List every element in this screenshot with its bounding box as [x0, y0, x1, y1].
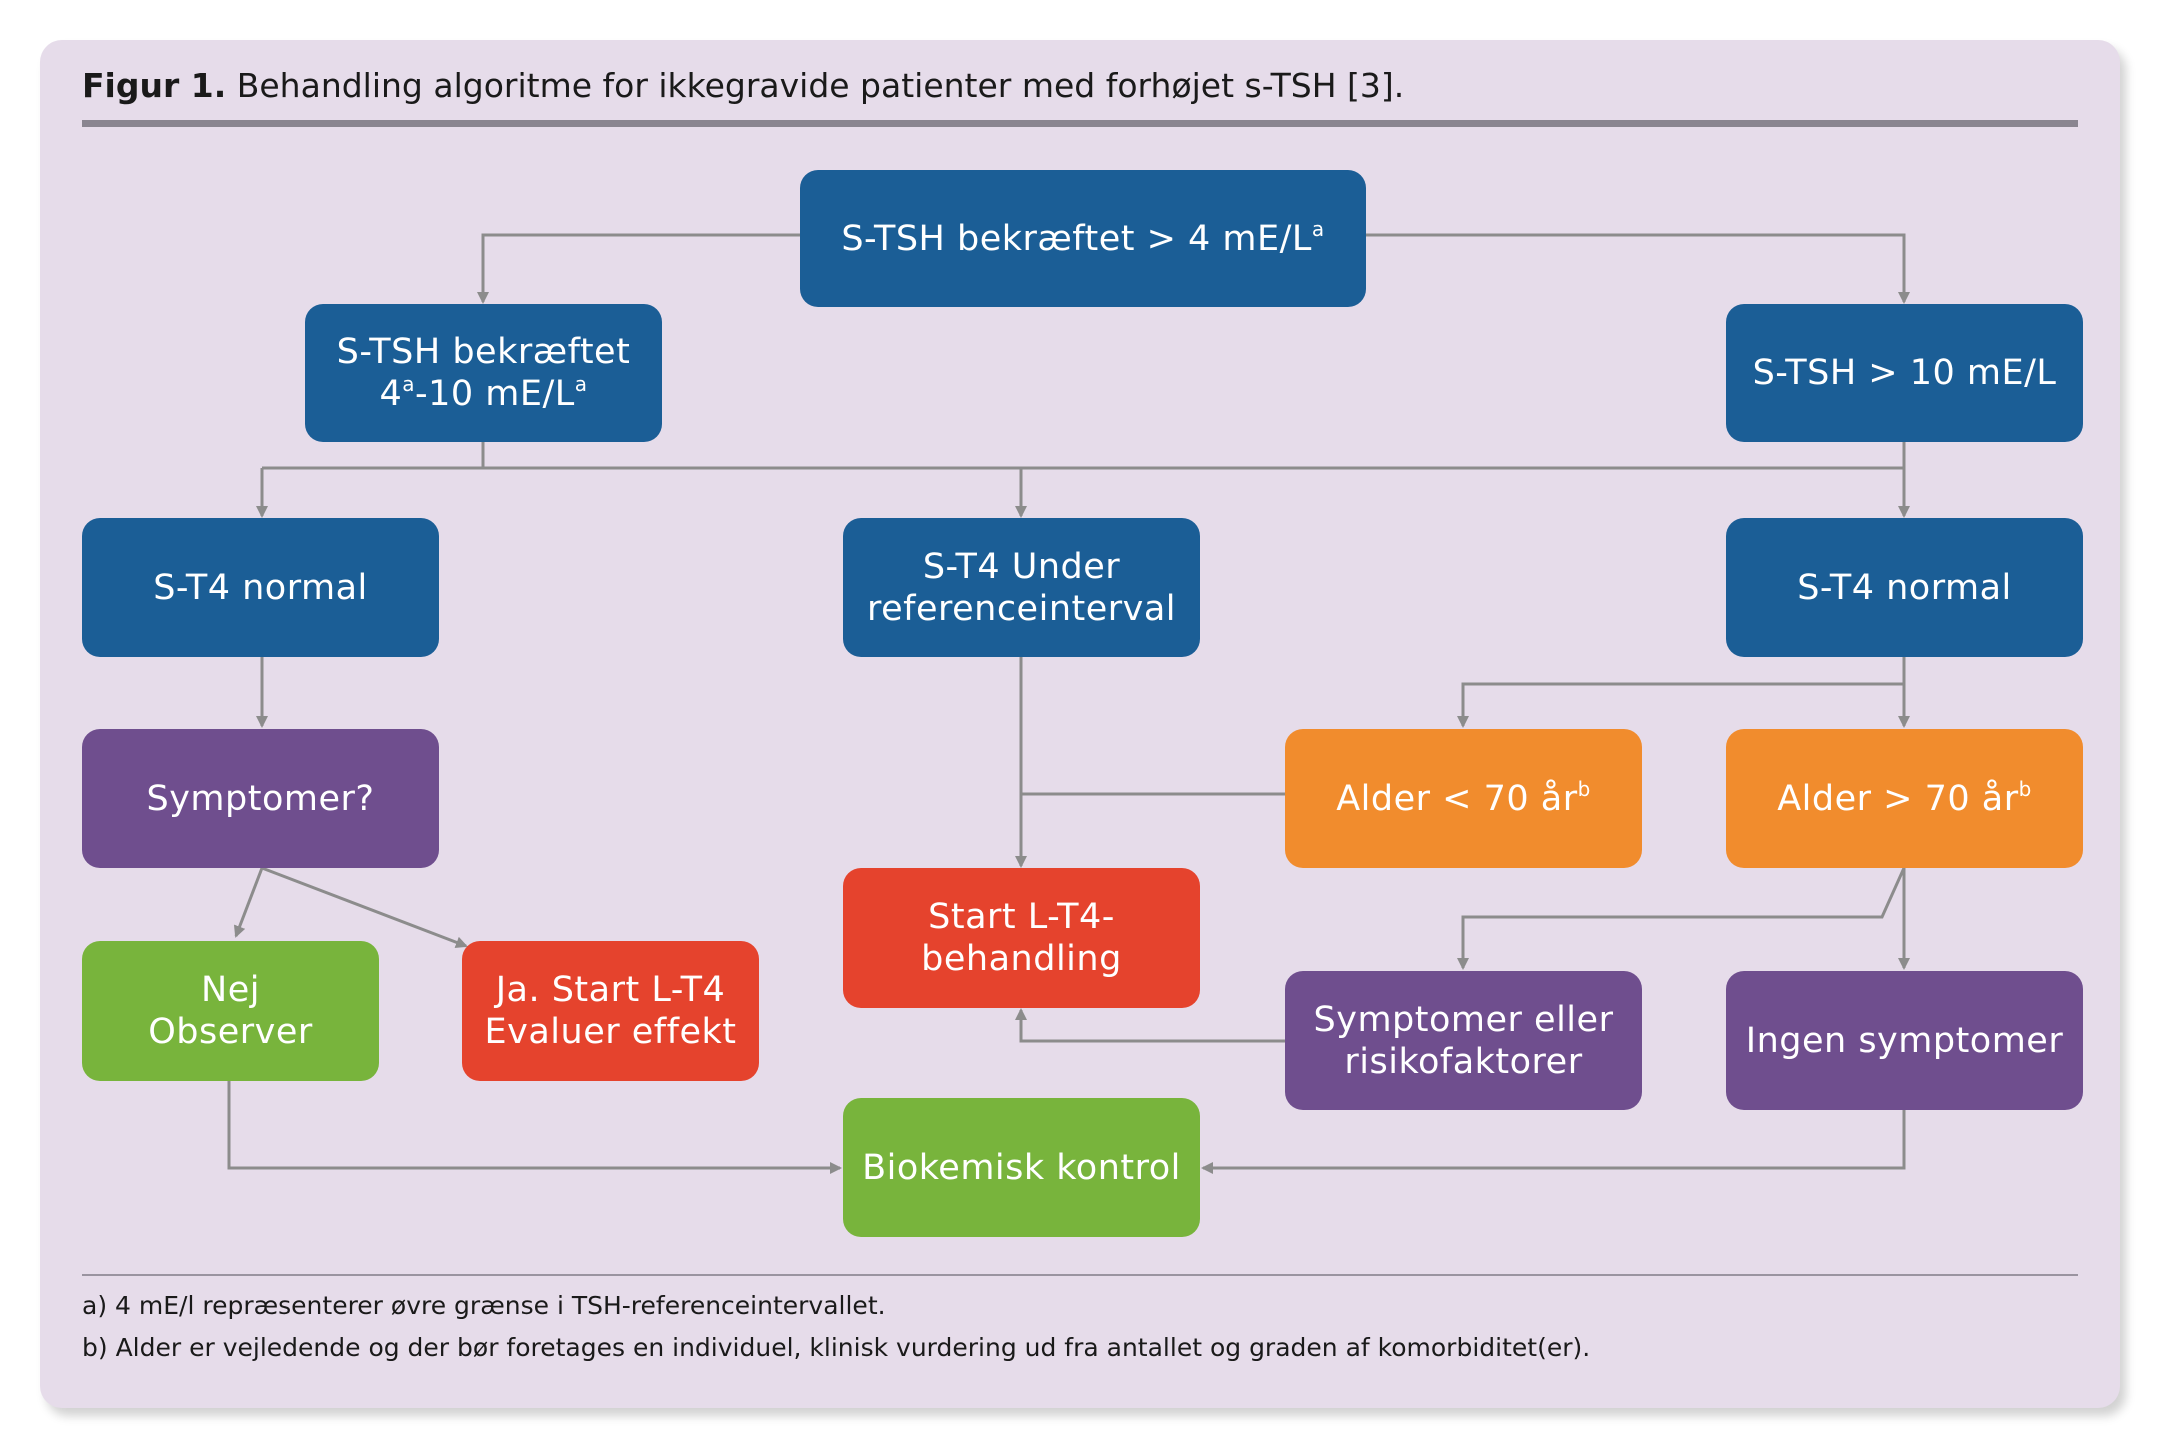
footnote-a: a) 4 mE/l repræsenterer øvre grænse i TS…	[82, 1291, 886, 1320]
node-line1: Start L-T4-	[928, 897, 1115, 937]
node-text: Alder < 70 år	[1336, 778, 1578, 819]
node-alder-under-70: Alder < 70 årb	[1285, 729, 1642, 868]
footnote-marker: a	[574, 372, 588, 396]
footnote-rule	[82, 1274, 2078, 1276]
node-line2: referenceinterval	[866, 588, 1177, 629]
connector-ingen-to-biokemisk	[1201, 1110, 1906, 1174]
node-nej-observer: Nej Observer	[82, 941, 379, 1081]
node-t4-normal-right: S-T4 normal	[1726, 518, 2083, 657]
node-start-lt4-behandling: Start L-T4- behandling	[843, 868, 1200, 1008]
connector-nej-to-biokemisk	[227, 1081, 842, 1174]
node-text: S-T4 normal	[1797, 567, 2012, 608]
node-line1: S-T4 Under	[922, 546, 1121, 587]
node-alder-over-70: Alder > 70 årb	[1726, 729, 2083, 868]
node-tsh-over-10: S-TSH > 10 mE/L	[1726, 304, 2083, 442]
node-t4-under-reference: S-T4 Under referenceinterval	[843, 518, 1200, 657]
footnote-marker: b	[1577, 776, 1591, 801]
node-line1: Symptomer eller	[1313, 999, 1614, 1040]
connector-symptomer-to-nej	[233, 867, 264, 938]
connector-top-to-left-tsh	[477, 233, 800, 304]
node-text: Symptomer?	[146, 778, 375, 819]
node-tsh-confirmed-over-4: S-TSH bekræftet > 4 mE/La	[800, 170, 1366, 307]
node-symptomer-eller-risikofaktorer: Symptomer eller risikofaktorer	[1285, 971, 1642, 1110]
connector-symptomer-to-ja	[261, 866, 468, 949]
node-tsh-4-10: S-TSH bekræftet 4a-10 mE/La	[305, 304, 662, 442]
footnote-marker: a	[402, 372, 415, 396]
node-line1: Ja. Start L-T4	[495, 970, 726, 1010]
node-text: S-TSH > 10 mE/L	[1752, 353, 2057, 393]
node-text: S-T4 normal	[153, 567, 368, 608]
caption-text: Behandling algoritme for ikkegravide pat…	[236, 66, 1405, 105]
node-text: S-TSH bekræftet > 4 mE/L	[841, 218, 1312, 259]
footnote-b: b) Alder er vejledende og der bør foreta…	[82, 1333, 1591, 1362]
node-symptomer-question: Symptomer?	[82, 729, 439, 868]
node-line2: Observer	[148, 1012, 313, 1052]
connector-alder-over-to-symp	[1457, 867, 1906, 970]
connector-top-to-right-tsh	[1366, 233, 1910, 304]
caption-rule	[82, 120, 2078, 127]
node-ingen-symptomer: Ingen symptomer	[1726, 971, 2083, 1110]
node-text: Alder > 70 år	[1777, 778, 2019, 819]
node-line2: behandling	[921, 939, 1122, 979]
footnote-marker: b	[2018, 776, 2032, 801]
node-line2: risikofaktorer	[1344, 1041, 1583, 1082]
node-biokemisk-kontrol: Biokemisk kontrol	[843, 1098, 1200, 1237]
node-text: Ingen symptomer	[1745, 1020, 2064, 1061]
caption-label: Figur 1.	[82, 66, 227, 105]
footnote-marker: a	[1311, 216, 1325, 241]
node-line2-start: 4	[379, 374, 403, 414]
node-text: Biokemisk kontrol	[862, 1147, 1181, 1188]
figure-caption: Figur 1. Behandling algoritme for ikkegr…	[82, 64, 1404, 108]
node-line2: Evaluer effekt	[484, 1012, 737, 1052]
connector-symp-to-start	[1015, 1008, 1285, 1043]
node-line1: Nej	[201, 970, 260, 1010]
node-ja-start-lt4: Ja. Start L-T4 Evaluer effekt	[462, 941, 759, 1081]
node-line1: S-TSH bekræftet	[336, 332, 631, 372]
node-line2-end: -10 mE/L	[414, 374, 575, 414]
connector-t4-right-split	[1457, 657, 1906, 728]
node-t4-normal-left: S-T4 normal	[82, 518, 439, 657]
